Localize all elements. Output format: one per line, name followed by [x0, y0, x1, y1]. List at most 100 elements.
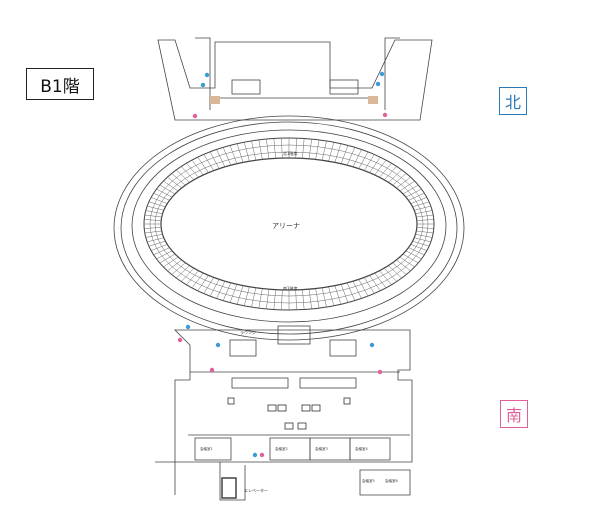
- seat-row-line: [251, 287, 257, 308]
- lounge-label: ラウンジ: [240, 329, 256, 335]
- south-center-room: [277, 325, 311, 345]
- seat-row-line: [236, 285, 244, 305]
- seat-row-line: [410, 244, 427, 251]
- north-room-left: [231, 79, 261, 95]
- outer-ring-inner: [120, 121, 458, 335]
- concourse-ring: [131, 129, 447, 323]
- lower-annex: [155, 461, 246, 501]
- room-d: [349, 437, 391, 461]
- seat-row-line: [197, 275, 209, 291]
- seat-row-line: [258, 288, 263, 309]
- seat-row-line: [334, 143, 342, 163]
- seat-row-line: [145, 210, 163, 214]
- seat-row-line: [369, 275, 381, 291]
- seat-row-line: [315, 288, 320, 309]
- north-wall-right: [384, 37, 400, 110]
- seat-row-line: [156, 250, 173, 260]
- restroom-male-icon: [369, 342, 375, 348]
- seat-row-line: [159, 253, 176, 264]
- seat-row-line: [414, 237, 431, 243]
- seat-row-line: [415, 234, 433, 238]
- seat-row-line: [392, 262, 407, 275]
- seat-row-line: [186, 270, 199, 285]
- south-room-left: [229, 339, 257, 357]
- seat-row-line: [167, 176, 182, 189]
- seat-row-line: [358, 151, 369, 169]
- seat-row-line: [181, 166, 195, 181]
- restroom-male-icon: [379, 71, 385, 77]
- seat-row-line: [321, 140, 327, 161]
- marker: [277, 404, 287, 412]
- seat-row-line: [388, 265, 402, 279]
- room-3-label: 会議室3: [315, 446, 328, 451]
- seat-row-line: [191, 272, 204, 289]
- restroom-female-icon: [209, 367, 215, 373]
- seat-row-line: [229, 145, 238, 164]
- restroom-male-icon: [200, 82, 206, 88]
- seat-row-line: [203, 154, 214, 171]
- seat-row-line: [186, 163, 199, 178]
- seat-row-line: [144, 214, 162, 218]
- floor-label: B1階: [26, 68, 94, 100]
- marker: [301, 404, 311, 412]
- seat-row-line: [340, 145, 349, 164]
- restroom-icons: [177, 71, 388, 458]
- seat-row-line: [383, 166, 397, 181]
- seat-row-line: [176, 169, 190, 183]
- seat-row-line: [302, 289, 305, 310]
- seat-row-line: [396, 176, 411, 189]
- seat-row-line: [258, 139, 263, 160]
- seat-row-line: [273, 289, 276, 310]
- restroom-female-icon: [259, 452, 265, 458]
- outer-ring: [113, 115, 465, 341]
- restroom-male-icon: [185, 324, 191, 330]
- seat-row-line: [153, 247, 170, 256]
- seat-row-line: [151, 244, 168, 251]
- seat-row-line: [251, 140, 257, 161]
- south-direction-badge: 南: [500, 400, 528, 428]
- seat-row-line: [148, 201, 166, 208]
- restroom-male-icon: [375, 81, 381, 87]
- seat-row-line: [408, 247, 425, 256]
- marker: [227, 397, 235, 405]
- seat-row-line: [364, 277, 375, 294]
- seat-row-line: [216, 149, 226, 167]
- seat-row-line: [328, 286, 335, 306]
- elevator-box: [221, 477, 237, 499]
- seat-ring: [149, 144, 429, 304]
- seat-row-line: [209, 279, 220, 297]
- seat-row-line: [156, 188, 173, 198]
- seat-row-line: [321, 287, 327, 308]
- seat-row-line: [209, 151, 220, 169]
- north-room-right: [329, 79, 359, 95]
- seat-row-line: [328, 142, 335, 162]
- seat-row-line: [167, 259, 182, 272]
- room-a: [194, 437, 232, 461]
- seat-row-line: [402, 184, 419, 195]
- south-stair-left: [231, 377, 289, 389]
- seat-row-line: [383, 267, 397, 282]
- marker: [284, 422, 294, 430]
- seat-row-line: [302, 138, 305, 159]
- seat-row-line: [315, 139, 320, 160]
- marker: [311, 404, 321, 412]
- seat-row-line: [171, 173, 186, 186]
- seat-row-line: [295, 138, 297, 159]
- arena-label: アリーナ: [272, 222, 300, 230]
- restroom-male-icon: [252, 452, 258, 458]
- seat-row-line: [352, 281, 362, 299]
- seat-row-line: [191, 159, 204, 176]
- north-wall-left: [195, 37, 211, 110]
- stair-icon: [368, 96, 378, 104]
- seat-row-line: [145, 234, 163, 238]
- seat-row-line: [144, 227, 162, 229]
- north-seat-label: 北1階席: [283, 150, 298, 156]
- south-building-outline: [174, 329, 413, 463]
- seat-row-line: [181, 267, 195, 282]
- marker: [343, 397, 351, 405]
- seat-row-line: [358, 279, 369, 297]
- restroom-female-icon: [382, 112, 388, 118]
- seat-row-line: [144, 230, 162, 234]
- seat-row-line: [388, 169, 402, 183]
